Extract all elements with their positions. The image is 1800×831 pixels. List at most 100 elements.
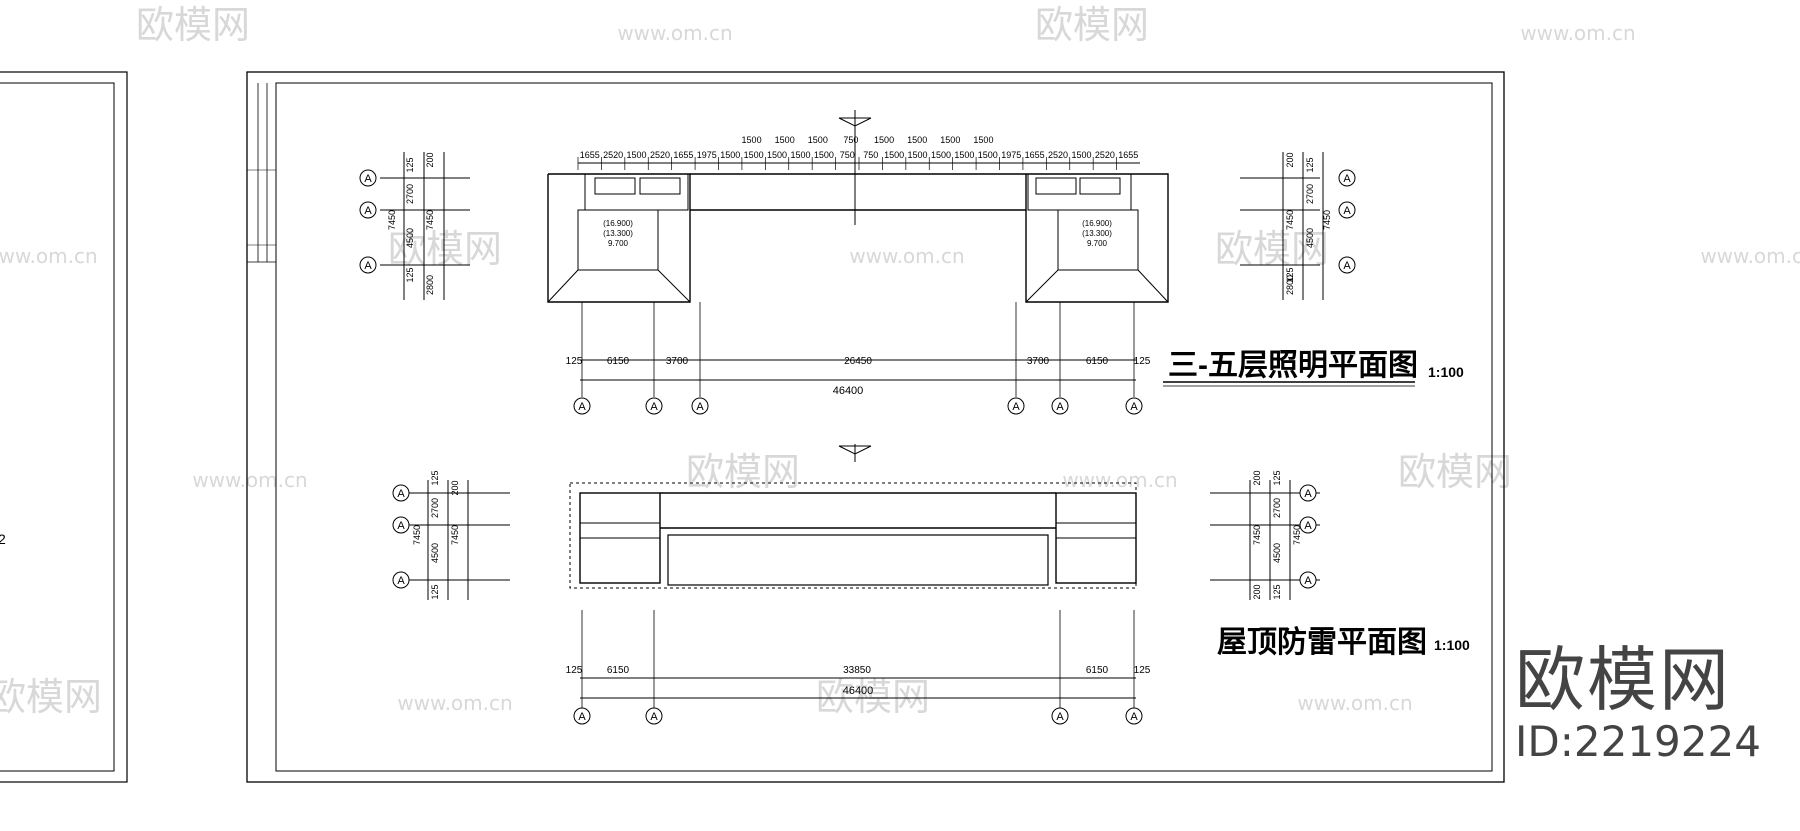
lighting-right-axis-0-circle xyxy=(1338,169,1356,187)
lighting-left-axis-1-circle xyxy=(359,201,377,219)
lighting-top-upper-dim-2: 1500 xyxy=(808,135,828,145)
lighting-top-dim-8: 1500 xyxy=(767,150,787,160)
left-partial-sheet xyxy=(0,71,128,783)
lighting-bottom-dim-5: 6150 xyxy=(1086,356,1109,367)
roof-right-axis-1: A xyxy=(1299,516,1317,534)
lighting-room-label-0-2: 9.700 xyxy=(608,239,629,248)
brand-watermark-6: 欧模网 xyxy=(0,675,102,719)
lighting-axis-bubble-0: A xyxy=(573,397,591,415)
roof-left-axis-2: A xyxy=(392,571,410,589)
url-watermark-5: www.om.cn xyxy=(192,468,307,492)
lighting-bottom-dim-1: 6150 xyxy=(607,356,630,367)
brand-watermark-5: 欧模网 xyxy=(686,450,800,494)
lighting-top-dim-6: 1500 xyxy=(720,150,740,160)
lighting-top-dim-21: 1500 xyxy=(1071,150,1091,160)
lighting-top-upper-dim-5: 1500 xyxy=(907,135,927,145)
lighting-left-dim-7: 2800 xyxy=(425,275,435,295)
roof-axis-bubble-0-circle xyxy=(573,707,591,725)
roof-left-dim-0: 125 xyxy=(430,470,440,485)
lighting-right-axis-2-label: A xyxy=(1343,260,1351,272)
lighting-left-axis-2-label: A xyxy=(364,260,372,272)
lighting-left-dim-2: 2700 xyxy=(405,184,415,204)
brand-watermark-4: 欧模网 xyxy=(1398,450,1512,494)
lighting-right-dim-6: 125 xyxy=(1285,267,1295,282)
roof-axis-bubble-1-circle xyxy=(645,707,663,725)
lighting-axis-bubble-1: A xyxy=(645,397,663,415)
id-watermark: 欧模网 ID:2219224 xyxy=(1515,645,1761,763)
lighting-bottom-dim-2: 3700 xyxy=(666,356,689,367)
lighting-axis-bubble-2-circle xyxy=(691,397,709,415)
url-watermark-7: www.om.cn xyxy=(397,691,512,715)
lighting-axis-bubble-4-label: A xyxy=(1056,401,1064,413)
lighting-axis-bubble-5-circle xyxy=(1125,397,1143,415)
roof-axis-bubble-0-label: A xyxy=(578,711,586,723)
roof-right-dim-0: 200 xyxy=(1252,470,1262,485)
roof-right-dim-6: 200 xyxy=(1252,584,1262,599)
lighting-top-dim-20: 2520 xyxy=(1048,150,1068,160)
lighting-room-label-0-0: (16.900) xyxy=(603,219,633,228)
lighting-top-dim-12: 750 xyxy=(863,150,878,160)
lighting-right-axis-1-circle xyxy=(1338,201,1356,219)
lighting-top-dim-5: 1975 xyxy=(697,150,717,160)
url-watermark-4: www.om.cn xyxy=(1700,244,1800,268)
brand-watermark-3: 欧模网 xyxy=(388,227,502,271)
lighting-left-axis-0-label: A xyxy=(364,173,372,185)
lighting-right-dim-0: 200 xyxy=(1285,152,1295,167)
lighting-right-axis-2-circle xyxy=(1338,256,1356,274)
roof-overall-dim: 46400 xyxy=(843,685,874,697)
lighting-axis-bubble-4: A xyxy=(1051,397,1069,415)
lighting-top-dim-11: 750 xyxy=(840,150,855,160)
lighting-room-label-1-2: 9.700 xyxy=(1087,239,1108,248)
lighting-top-upper-dim-3: 750 xyxy=(843,135,858,145)
lighting-bottom-dim-0: 125 xyxy=(566,356,583,367)
url-watermark-8: www.om.cn xyxy=(1297,691,1412,715)
id-watermark-text: ID:2219224 xyxy=(1515,717,1761,766)
url-watermark-0: www.om.cn xyxy=(617,21,732,45)
lighting-top-dim-3: 2520 xyxy=(650,150,670,160)
lighting-overall-dim: 46400 xyxy=(833,385,864,397)
lighting-top-dim-9: 1500 xyxy=(790,150,810,160)
lighting-axis-bubble-1-circle xyxy=(645,397,663,415)
lighting-left-dim-6: 125 xyxy=(405,267,415,282)
brand-watermark-0: 欧模网 xyxy=(136,3,250,47)
lighting-top-dim-4: 1655 xyxy=(673,150,693,160)
lighting-top-dim-1: 2520 xyxy=(603,150,623,160)
lighting-bottom-dim-4: 3700 xyxy=(1027,356,1050,367)
roof-right-dim-2: 2700 xyxy=(1272,498,1282,518)
lighting-right-axis-1: A xyxy=(1338,201,1356,219)
url-watermark-6: www.om.cn xyxy=(1062,468,1177,492)
lighting-left-axis-0: A xyxy=(359,169,377,187)
roof-right-dim-4: 4500 xyxy=(1272,543,1282,563)
lighting-left-dim-4: 4500 xyxy=(405,228,415,248)
lighting-left-axis-2-circle xyxy=(359,256,377,274)
lighting-axis-bubble-2: A xyxy=(691,397,709,415)
lighting-axis-bubble-3-label: A xyxy=(1012,401,1020,413)
lighting-room-label-0-1: (13.300) xyxy=(603,229,633,238)
roof-axis-bubble-1: A xyxy=(645,707,663,725)
lighting-top-dim-2: 1500 xyxy=(627,150,647,160)
lighting-axis-bubble-2-label: A xyxy=(696,401,704,413)
lighting-top-dim-18: 1975 xyxy=(1001,150,1021,160)
roof-left-axis-1: A xyxy=(392,516,410,534)
lighting-top-upper-dim-1: 1500 xyxy=(775,135,795,145)
roof-left-dim-2: 2700 xyxy=(430,498,440,518)
roof-plan-scale: 1:100 xyxy=(1434,637,1470,653)
lighting-right-dim-1: 125 xyxy=(1305,157,1315,172)
roof-right-dim-7: 125 xyxy=(1272,584,1282,599)
roof-axis-bubble-3-label: A xyxy=(1130,711,1138,723)
lighting-axis-bubble-3: A xyxy=(1007,397,1025,415)
roof-plan-title: 屋顶防雷平面图 xyxy=(1217,626,1427,659)
lighting-right-dim-5: 7450 xyxy=(1322,210,1332,230)
lighting-left-axis-1: A xyxy=(359,201,377,219)
url-watermark-1: www.om.cn xyxy=(1520,21,1635,45)
lighting-right-axis-0: A xyxy=(1338,169,1356,187)
lighting-left-dim-5: 7450 xyxy=(425,210,435,230)
roof-bottom-dim-0: 125 xyxy=(566,665,583,676)
roof-axis-bubble-0: A xyxy=(573,707,591,725)
lighting-right-axis-1-label: A xyxy=(1343,205,1351,217)
